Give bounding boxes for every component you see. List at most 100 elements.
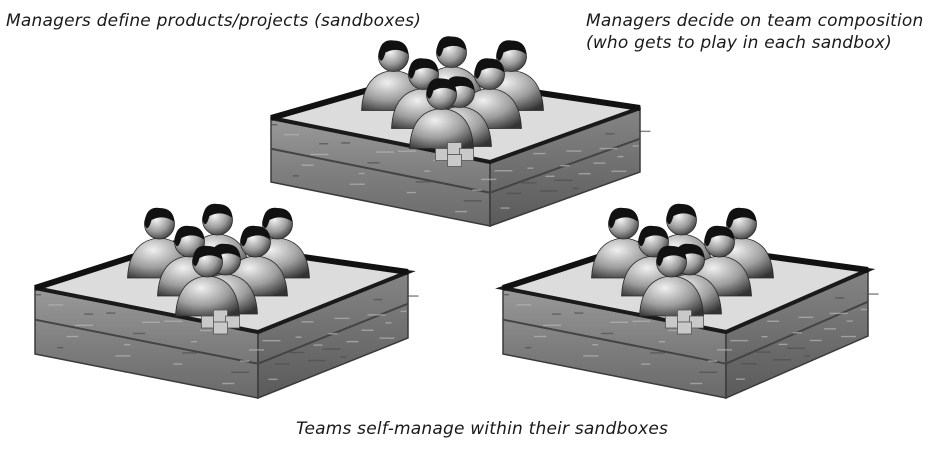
wood-grain [35, 294, 41, 296]
wood-grain [398, 150, 417, 152]
toy-blocks [435, 142, 474, 167]
toy-blocks [665, 309, 704, 335]
person-hair [638, 225, 669, 247]
sandbox-top [270, 36, 651, 228]
wood-grain [741, 363, 757, 365]
person-hair [444, 76, 475, 97]
wood-grain [605, 133, 615, 135]
wood-grain [592, 344, 599, 346]
wood-grain [787, 347, 806, 349]
wood-grain [638, 130, 651, 133]
wood-grain [319, 143, 329, 145]
wood-grain [566, 150, 582, 152]
wood-grain [307, 359, 326, 362]
toy-blocks [201, 309, 240, 335]
plank-seam [34, 318, 259, 365]
wood-grain [866, 293, 879, 295]
caption-team-composition-line1: Managers decide on team composition [586, 11, 924, 31]
wood-grain [66, 335, 79, 338]
person-hair [202, 203, 233, 225]
person-hair [666, 203, 697, 225]
wood-grain [406, 295, 419, 297]
wood-grain [539, 190, 558, 192]
wood-grain [500, 207, 510, 209]
toy-block [213, 321, 228, 335]
team-member [409, 78, 474, 149]
wood-grain [385, 322, 392, 324]
wood-grain [525, 347, 532, 349]
person-hair [704, 225, 735, 247]
wood-grain [610, 321, 629, 323]
wood-grain [463, 200, 482, 202]
wood-grain [804, 355, 811, 357]
wood-grain [534, 335, 547, 338]
wood-grain [521, 182, 537, 184]
wood-grain [560, 164, 570, 167]
wood-grain [632, 145, 639, 147]
wood-grain [379, 337, 395, 339]
wood-grain [506, 192, 522, 195]
person-hair [192, 245, 223, 267]
wood-grain [611, 170, 627, 172]
person-hair [656, 245, 687, 267]
wood-grain [341, 142, 351, 144]
wood-grain [690, 382, 703, 385]
person-hair [474, 58, 505, 79]
toy-block [447, 154, 462, 167]
wood-grain [823, 328, 836, 330]
wood-grain [617, 155, 624, 158]
wood-grain [708, 360, 718, 362]
wood-grain [406, 191, 416, 194]
person-hair [436, 36, 467, 57]
person-hair [262, 207, 293, 229]
wood-grain [650, 352, 666, 354]
team-member [175, 245, 240, 317]
wood-grain [699, 371, 718, 373]
wood-grain [730, 339, 749, 342]
sandbox-bottom-left [34, 203, 419, 400]
wood-grain [334, 317, 350, 320]
wood-grain [310, 153, 329, 156]
wood-grain [268, 378, 278, 381]
wood-grain [527, 167, 534, 169]
wood-grain [481, 178, 497, 181]
wood-grain [846, 320, 853, 322]
wood-grain [641, 363, 651, 365]
wood-grain [173, 363, 183, 365]
wood-grain [313, 344, 323, 346]
wood-grain [601, 332, 614, 335]
sandbox-bottom-right [495, 203, 879, 400]
wood-grain [340, 356, 347, 358]
wood-grain [599, 147, 618, 150]
wood-grain [798, 316, 814, 319]
wood-grain [668, 329, 681, 332]
wood-grain [57, 347, 64, 349]
wood-grain [516, 304, 532, 306]
caption-team-composition: Managers decide on team composition (who… [586, 10, 923, 54]
wood-grain [284, 133, 300, 136]
wood-grain [545, 175, 555, 177]
wood-grain [454, 210, 467, 213]
wood-grain [578, 173, 591, 175]
wood-grain [533, 152, 546, 155]
person-hair [210, 243, 241, 265]
wood-grain [373, 298, 383, 301]
wood-grain [191, 341, 198, 343]
wood-grain [164, 320, 183, 322]
wood-grain [301, 321, 314, 323]
wood-grain [772, 359, 791, 361]
wood-grain [124, 344, 131, 346]
wood-grain [249, 349, 265, 351]
wood-grain [767, 320, 780, 322]
wood-grain [809, 339, 822, 342]
person-hair [674, 243, 705, 265]
wood-grain [358, 172, 365, 175]
wood-grain [292, 175, 299, 177]
person-hair [240, 225, 271, 247]
caption-self-manage: Teams self-manage within their sandboxes [296, 419, 669, 439]
wood-grain [75, 324, 94, 326]
wood-grain [367, 314, 386, 316]
wood-grain [400, 310, 407, 313]
wood-grain [841, 335, 857, 338]
